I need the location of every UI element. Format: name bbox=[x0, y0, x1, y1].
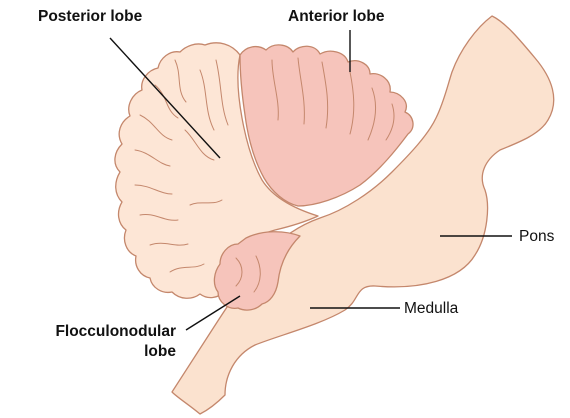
label-flocculonodular-lobe: Flocculonodular lobe bbox=[8, 322, 176, 362]
label-anterior-lobe: Anterior lobe bbox=[288, 7, 384, 27]
label-posterior-lobe: Posterior lobe bbox=[38, 7, 142, 27]
label-medulla: Medulla bbox=[404, 299, 458, 319]
label-flocculonodular-line2: lobe bbox=[8, 342, 176, 362]
label-flocculonodular-line1: Flocculonodular bbox=[8, 322, 176, 342]
label-pons: Pons bbox=[519, 227, 554, 247]
